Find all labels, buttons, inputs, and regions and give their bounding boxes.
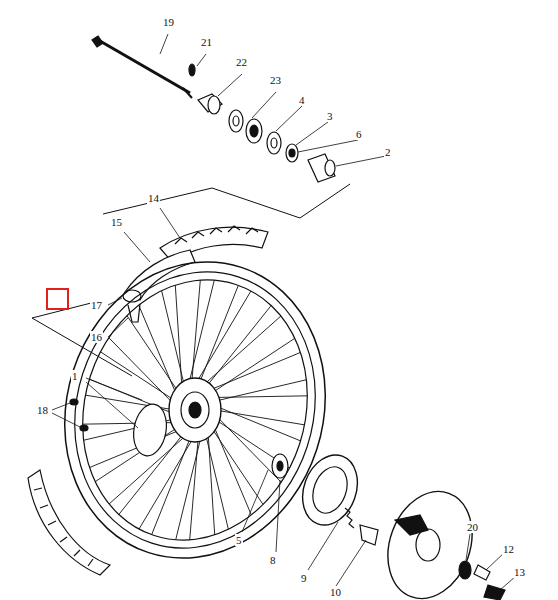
spoke — [205, 432, 228, 530]
callout-number: 9 — [300, 572, 308, 584]
spoke — [214, 380, 307, 402]
callout-number: 23 — [269, 74, 282, 86]
spoke — [190, 435, 199, 540]
spoke — [188, 280, 214, 386]
callout-number: 10 — [329, 586, 342, 598]
spoke — [208, 352, 301, 390]
wheel — [27, 228, 363, 592]
spoke — [212, 423, 251, 515]
leader-lines — [52, 34, 516, 590]
callout-number: 18 — [36, 404, 49, 416]
callout-number: 6 — [355, 128, 363, 140]
spoke — [212, 396, 307, 398]
spokes — [83, 280, 308, 540]
callout-number: 19 — [162, 16, 175, 28]
callout-number: 15 — [110, 216, 123, 228]
callout-number: 5 — [235, 534, 243, 546]
callout-number: 13 — [513, 566, 526, 578]
callout-number: 17 — [90, 299, 103, 311]
callout-number: 4 — [298, 94, 306, 106]
callout-number: 20 — [466, 521, 479, 533]
spoke — [101, 352, 177, 402]
callout-number: 1 — [71, 370, 79, 382]
spoke — [215, 414, 281, 482]
callout-number: 22 — [235, 56, 248, 68]
spoke — [215, 406, 301, 441]
spoke — [175, 285, 182, 391]
hub-parts — [198, 94, 335, 182]
group-frame — [32, 184, 350, 376]
callout-number: 2 — [384, 146, 392, 158]
spoke — [198, 285, 238, 385]
spoke — [202, 316, 281, 386]
spoke — [85, 395, 175, 410]
spoke — [139, 305, 178, 397]
callout-number: 21 — [200, 36, 213, 48]
spoke — [176, 433, 202, 539]
brake-parts — [272, 447, 505, 600]
spoke — [208, 429, 215, 535]
callout-number: 8 — [269, 554, 277, 566]
highlight-box — [47, 289, 68, 309]
callout-number: 3 — [326, 110, 334, 122]
callout-number: 12 — [502, 543, 515, 555]
callout-number: 14 — [147, 192, 160, 204]
spoke — [162, 291, 185, 389]
axle — [92, 36, 195, 98]
spoke — [210, 426, 263, 504]
spoke — [195, 291, 251, 385]
spoke — [192, 280, 201, 385]
spoke — [127, 316, 180, 394]
spoke — [215, 410, 305, 425]
callout-number: 16 — [90, 331, 103, 343]
spoke — [109, 338, 175, 406]
